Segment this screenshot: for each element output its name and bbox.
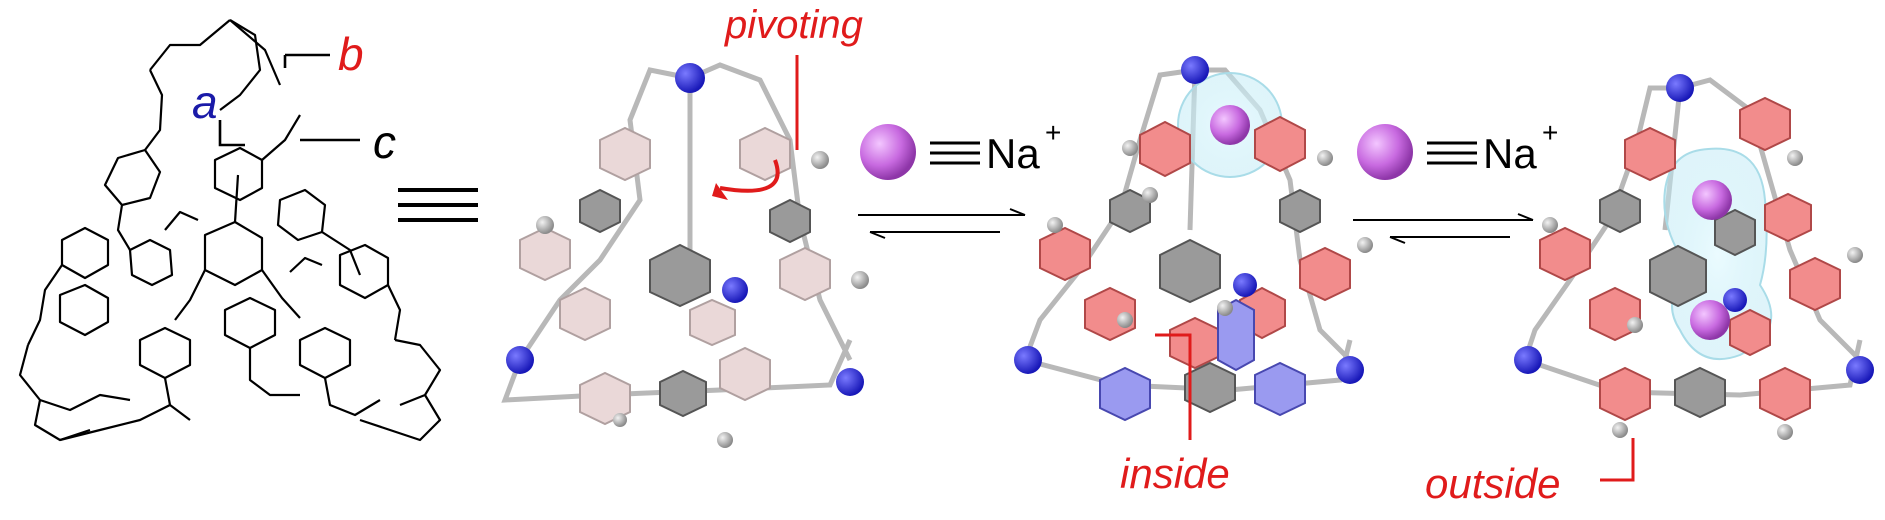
chemical-structure [18, 19, 442, 442]
na-ion-inside [1210, 105, 1250, 145]
label-b: b [338, 28, 364, 80]
na-legend-1: Na + [860, 117, 1061, 180]
equivalence-symbol [398, 188, 478, 222]
equilibrium-arrows-1 [858, 208, 1026, 239]
na-legend-2-text: Na [1483, 130, 1537, 177]
na-legend-1-charge: + [1045, 117, 1061, 148]
equilibrium-arrows-2 [1353, 213, 1534, 244]
model-one-na [1014, 56, 1373, 440]
model-two-na [1514, 74, 1874, 482]
model-free [501, 55, 869, 448]
na-ion-icon-2 [1357, 124, 1413, 180]
structure-bond-markers [218, 53, 360, 147]
na-legend-1-text: Na [986, 130, 1040, 177]
na-legend-2: Na + [1357, 117, 1558, 180]
na-ion-upper [1692, 180, 1732, 220]
na-ion-icon [860, 124, 916, 180]
label-inside: inside [1120, 450, 1230, 497]
na-ion-lower [1690, 300, 1730, 340]
label-a: a [192, 76, 218, 128]
label-c: c [373, 116, 396, 168]
label-outside: outside [1425, 460, 1560, 507]
label-pivoting: pivoting [724, 3, 863, 47]
pivot-arrow [719, 159, 780, 193]
na-legend-2-charge: + [1542, 117, 1558, 148]
